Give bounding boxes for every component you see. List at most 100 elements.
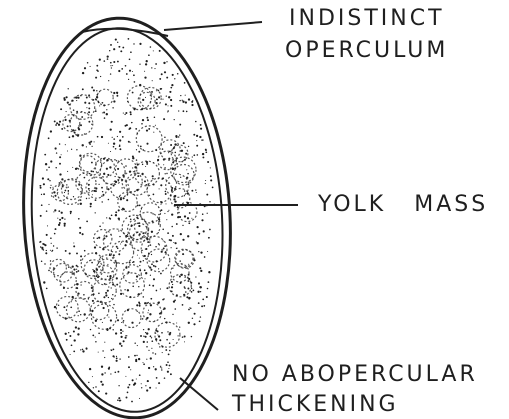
stipple-dot [193,154,195,156]
stipple-dot [125,337,127,339]
stipple-dot [179,124,181,126]
yolk-cell [76,173,96,193]
stipple-dot [132,167,133,168]
stipple-dot [108,80,109,81]
stipple-dot [186,296,188,298]
stipple-dot [73,245,75,247]
stipple-dot [148,350,149,351]
stipple-dot [113,254,115,256]
stipple-dot [99,226,101,228]
stipple-dot [170,144,172,146]
stipple-dot [112,329,113,330]
stipple-dot [96,69,98,71]
stipple-dot [55,147,57,149]
stipple-dot [167,361,169,363]
stipple-dot [102,191,103,192]
stipple-dot [120,332,122,334]
stipple-dot [210,175,212,177]
stipple-dot [149,387,151,389]
stipple-dot [158,243,160,245]
stipple-dot [157,335,158,336]
stipple-dot [59,163,61,165]
stipple-dot [195,189,196,190]
stipple-dot [70,354,71,355]
stipple-dot [52,187,53,188]
stipple-dot [88,107,90,109]
stipple-dot [108,367,110,369]
stipple-dot [43,193,45,195]
stipple-dot [187,217,189,219]
stipple-dot [136,163,137,164]
stipple-dot [166,173,167,174]
stipple-dot [164,71,166,73]
stipple-dot [193,290,195,292]
stipple-dot [150,244,152,246]
stipple-dot [146,60,148,62]
stipple-dot [195,121,197,123]
stipple-dot [150,335,152,337]
stipple-dot [162,99,163,100]
stipple-dot [182,304,184,306]
stipple-dot [69,335,71,337]
stipple-dot [139,204,141,206]
stipple-dot [84,313,86,315]
stipple-dot [198,302,200,304]
stipple-dot [195,276,196,277]
stipple-dot [44,154,46,156]
stipple-dot [128,356,130,358]
stipple-dot [117,399,119,401]
stipple-dot [167,232,169,234]
abopercular-label-line2: THICKENING [232,392,399,418]
stipple-dot [179,100,180,101]
stipple-dot [166,77,168,79]
stipple-dot [77,97,79,99]
stipple-dot [104,342,105,343]
stipple-dot [158,268,159,269]
stipple-dot [43,249,45,251]
yolk-cell [63,115,80,132]
stipple-dot [107,276,108,277]
stipple-dot [151,263,153,265]
stipple-dot [110,128,112,130]
stipple-dot [120,50,122,52]
stipple-dot [45,252,47,254]
stipple-dot [188,297,190,299]
stipple-dot [71,301,72,302]
stipple-dot [184,82,186,84]
stipple-dot [179,260,180,261]
stipple-dot [96,65,98,67]
stipple-dot [75,168,77,170]
stipple-dot [203,305,205,307]
stipple-dot [95,110,97,112]
yolk-cell [155,322,180,347]
stipple-dot [193,134,195,136]
stipple-dot [118,385,119,386]
operculum-label-line2: OPERCULUM [285,38,448,64]
yolk-cell [70,112,93,135]
stipple-dot [58,224,60,226]
stipple-dot [148,54,150,56]
stipple-dot [183,110,185,112]
stipple-dot [136,304,138,306]
stipple-dot [170,87,172,89]
stipple-dot [91,87,93,89]
stipple-dot [200,251,202,253]
stipple-dot [79,227,81,229]
stipple-dot [125,376,126,377]
stipple-dot [180,233,182,235]
stipple-dot [57,218,58,219]
stipple-dot [120,336,122,338]
stipple-dot [142,164,143,165]
stipple-dot [40,215,42,217]
stipple-dot [82,349,84,351]
stipple-dot [196,135,198,137]
stipple-dot [126,73,128,75]
stipple-dot [132,71,133,72]
stipple-dot [170,373,172,375]
stipple-dot [196,145,198,147]
stipple-dot [65,250,67,252]
stipple-dot [144,255,146,257]
stipple-dot [111,214,113,216]
stipple-dot [66,292,67,293]
stipple-dot [110,373,111,374]
